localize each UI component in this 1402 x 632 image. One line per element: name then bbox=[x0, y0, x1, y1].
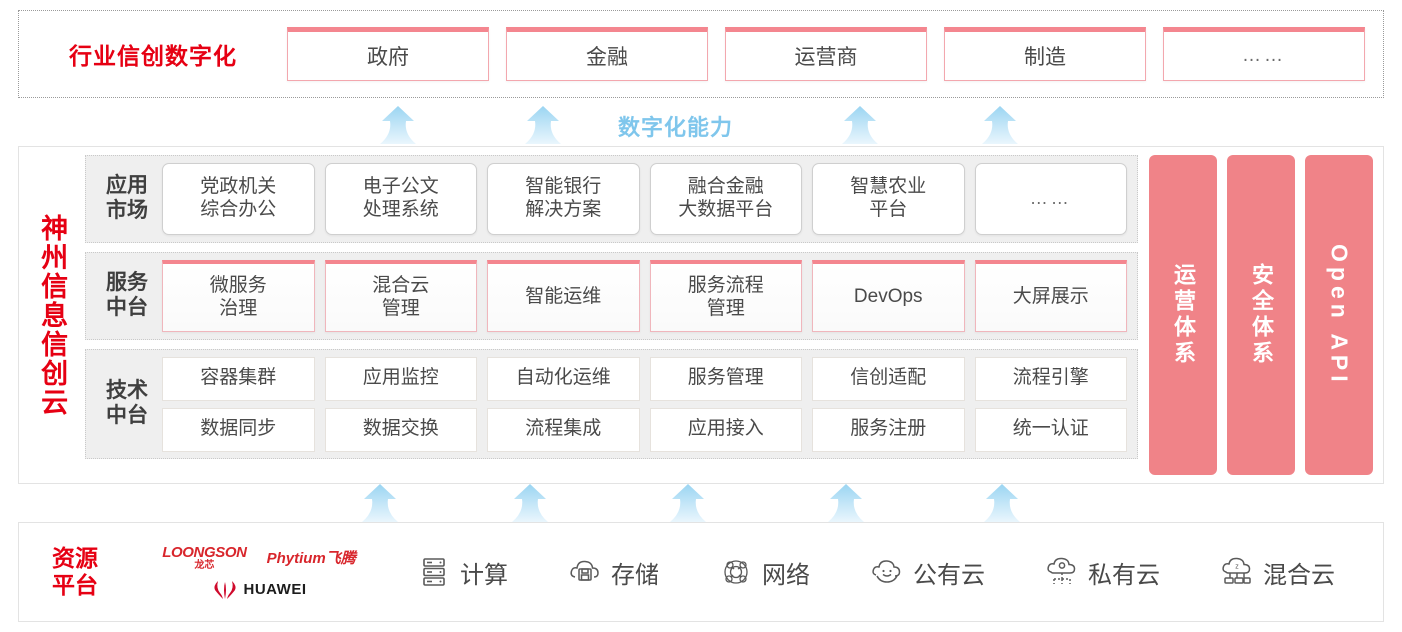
industry-card-list: 政府 金融 运营商 制造 …… bbox=[287, 27, 1383, 81]
resource-item-storage[interactable]: 存储 bbox=[568, 555, 659, 590]
up-arrow-icon bbox=[666, 484, 710, 522]
tech-card-data-sync[interactable]: 数据同步 bbox=[162, 407, 315, 452]
industry-card-operator[interactable]: 运营商 bbox=[725, 27, 927, 81]
svc-card-service-process-mgmt[interactable]: 服务流程管理 bbox=[649, 260, 802, 332]
cloud-section-body: 应用市场 党政机关综合办公 电子公文处理系统 智能银行解决方案 融合金融大数据平… bbox=[85, 147, 1383, 483]
huawei-logo-text: HUAWEI bbox=[243, 581, 307, 598]
loongson-logo: LOONGSON 龙芯 bbox=[162, 543, 247, 571]
pillar-security-system[interactable]: 安全体系 bbox=[1227, 155, 1295, 475]
resource-item-network[interactable]: 网络 bbox=[719, 555, 810, 590]
application-market-card-list: 党政机关综合办公 电子公文处理系统 智能银行解决方案 融合金融大数据平台 智慧农… bbox=[162, 163, 1127, 235]
tech-card-service-mgmt[interactable]: 服务管理 bbox=[649, 356, 802, 401]
app-card-smart-bank[interactable]: 智能银行解决方案 bbox=[487, 163, 640, 235]
public-cloud-icon bbox=[870, 555, 904, 589]
up-arrow-icon bbox=[358, 484, 402, 522]
industry-card-finance[interactable]: 金融 bbox=[506, 27, 708, 81]
up-arrow-icon bbox=[376, 106, 420, 144]
resource-item-private-cloud[interactable]: 私有云 bbox=[1045, 555, 1160, 590]
loongson-logo-en: LOONGSON bbox=[162, 543, 247, 561]
resource-item-label: 公有云 bbox=[913, 561, 985, 589]
up-arrow-icon bbox=[521, 106, 565, 144]
tech-card-container-cluster[interactable]: 容器集群 bbox=[162, 356, 315, 401]
resource-item-label: 私有云 bbox=[1088, 561, 1160, 589]
up-arrow-icon bbox=[838, 106, 882, 144]
hybrid-cloud-icon: z bbox=[1220, 555, 1254, 589]
up-arrow-icon bbox=[508, 484, 552, 522]
service-platform-card-list: 微服务治理 混合云管理 智能运维 服务流程管理 DevOps 大屏展示 bbox=[162, 260, 1127, 332]
capability-arrow-strip-bottom bbox=[18, 484, 1384, 522]
app-card-more[interactable]: …… bbox=[974, 163, 1127, 235]
tech-card-service-registry[interactable]: 服务注册 bbox=[812, 407, 965, 452]
cloud-storage-icon bbox=[568, 555, 602, 589]
tech-card-unified-auth[interactable]: 统一认证 bbox=[974, 407, 1127, 452]
huawei-petal-icon bbox=[212, 580, 238, 600]
tech-card-row-2: 数据同步 数据交换 流程集成 应用接入 服务注册 统一认证 bbox=[162, 407, 1127, 452]
layer-row-service-platform: 服务中台 微服务治理 混合云管理 智能运维 服务流程管理 DevOps 大屏展示 bbox=[85, 252, 1138, 340]
app-card-smart-agriculture[interactable]: 智慧农业平台 bbox=[812, 163, 965, 235]
svc-card-devops[interactable]: DevOps bbox=[812, 260, 965, 332]
resource-item-hybrid-cloud[interactable]: z 混合云 bbox=[1220, 555, 1335, 590]
vendor-logo-line-2: HUAWEI bbox=[212, 580, 307, 600]
cross-cutting-pillars: 运营体系 安全体系 Open API bbox=[1147, 155, 1373, 475]
cloud-section: 神州信息信创云 应用市场 党政机关综合办公 电子公文处理系统 智能银行解决方案 … bbox=[18, 146, 1384, 484]
loongson-logo-cn: 龙芯 bbox=[194, 559, 215, 571]
capability-label: 数字化能力 bbox=[618, 115, 734, 140]
svg-text:z: z bbox=[1235, 564, 1239, 571]
industry-card-government[interactable]: 政府 bbox=[287, 27, 489, 81]
phytium-logo: Phytium飞腾 bbox=[266, 550, 356, 567]
layer-row-technology-platform: 技术中台 容器集群 应用监控 自动化运维 服务管理 信创适配 流程引擎 数据同步 bbox=[85, 349, 1138, 459]
huawei-logo: HUAWEI bbox=[212, 580, 307, 600]
up-arrow-icon bbox=[978, 106, 1022, 144]
svc-card-microservice-governance[interactable]: 微服务治理 bbox=[162, 260, 315, 332]
layer-label-service-platform: 服务中台 bbox=[106, 271, 148, 319]
industry-band: 行业信创数字化 政府 金融 运营商 制造 …… bbox=[18, 10, 1384, 98]
app-card-edoc-system[interactable]: 电子公文处理系统 bbox=[324, 163, 477, 235]
app-card-government-office[interactable]: 党政机关综合办公 bbox=[162, 163, 315, 235]
app-card-finance-bigdata[interactable]: 融合金融大数据平台 bbox=[649, 163, 802, 235]
vendor-logo-group: LOONGSON 龙芯 Phytium飞腾 HUAWEI bbox=[131, 545, 387, 600]
tech-card-automated-ops[interactable]: 自动化运维 bbox=[487, 356, 640, 401]
tech-card-process-engine[interactable]: 流程引擎 bbox=[974, 356, 1127, 401]
resource-item-compute[interactable]: 计算 bbox=[417, 555, 508, 590]
technology-platform-card-list: 容器集群 应用监控 自动化运维 服务管理 信创适配 流程引擎 数据同步 数据交换… bbox=[162, 356, 1127, 452]
industry-card-manufacturing[interactable]: 制造 bbox=[944, 27, 1146, 81]
up-arrow-icon bbox=[980, 484, 1024, 522]
tech-card-process-integration[interactable]: 流程集成 bbox=[487, 407, 640, 452]
tech-card-data-exchange[interactable]: 数据交换 bbox=[324, 407, 477, 452]
up-arrow-icon bbox=[824, 484, 868, 522]
resource-item-public-cloud[interactable]: 公有云 bbox=[870, 555, 985, 590]
cloud-layer-rows: 应用市场 党政机关综合办公 电子公文处理系统 智能银行解决方案 融合金融大数据平… bbox=[85, 155, 1138, 475]
cloud-section-title: 神州信息信创云 bbox=[37, 213, 68, 417]
server-rack-icon bbox=[417, 555, 451, 589]
layer-label-application-market: 应用市场 bbox=[106, 174, 148, 222]
tech-card-app-monitoring[interactable]: 应用监控 bbox=[324, 356, 477, 401]
svc-card-hybrid-cloud-mgmt[interactable]: 混合云管理 bbox=[324, 260, 477, 332]
resource-item-label: 计算 bbox=[460, 561, 508, 589]
tech-card-xinchuang-adaptation[interactable]: 信创适配 bbox=[812, 356, 965, 401]
resource-item-label: 混合云 bbox=[1263, 561, 1335, 589]
industry-card-more[interactable]: …… bbox=[1163, 27, 1365, 81]
pillar-open-api[interactable]: Open API bbox=[1305, 155, 1373, 475]
private-cloud-icon bbox=[1045, 555, 1079, 589]
svc-card-intelligent-ops[interactable]: 智能运维 bbox=[487, 260, 640, 332]
vendor-logo-line-1: LOONGSON 龙芯 Phytium飞腾 bbox=[162, 545, 356, 571]
pillar-operations-system[interactable]: 运营体系 bbox=[1149, 155, 1217, 475]
layer-row-application-market: 应用市场 党政机关综合办公 电子公文处理系统 智能银行解决方案 融合金融大数据平… bbox=[85, 155, 1138, 243]
resource-platform-band: 资源平台 LOONGSON 龙芯 Phytium飞腾 bbox=[18, 522, 1384, 622]
resource-item-list: 计算 存储 bbox=[387, 555, 1383, 590]
resource-platform-title: 资源平台 bbox=[52, 544, 98, 598]
network-mesh-icon bbox=[719, 555, 753, 589]
layer-label-technology-platform: 技术中台 bbox=[106, 379, 148, 427]
industry-band-title: 行业信创数字化 bbox=[69, 43, 237, 69]
resource-item-label: 网络 bbox=[762, 561, 810, 589]
tech-card-row-1: 容器集群 应用监控 自动化运维 服务管理 信创适配 流程引擎 bbox=[162, 356, 1127, 401]
capability-arrow-strip-top: 数字化能力 bbox=[18, 104, 1384, 144]
svc-card-big-screen-display[interactable]: 大屏展示 bbox=[974, 260, 1127, 332]
tech-card-app-access[interactable]: 应用接入 bbox=[649, 407, 802, 452]
resource-item-label: 存储 bbox=[611, 561, 659, 589]
